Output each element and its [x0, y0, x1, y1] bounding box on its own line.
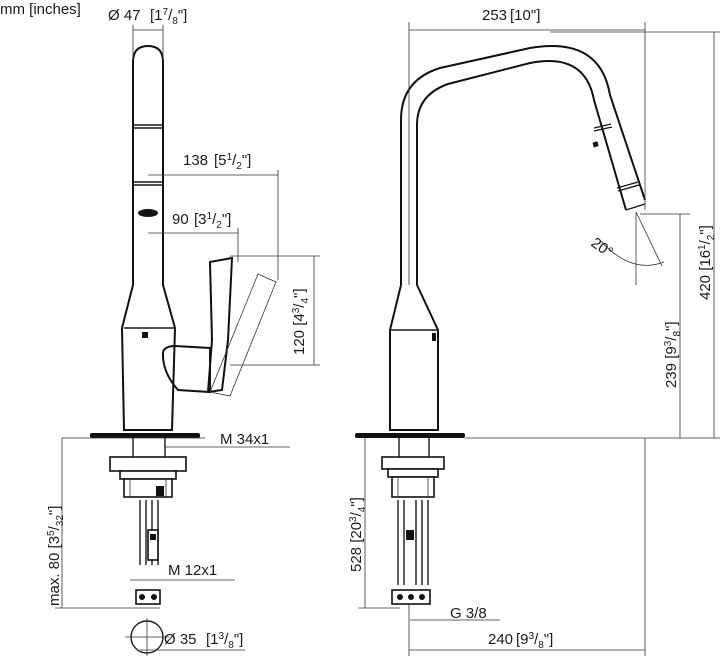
svg-text:Ø 35: Ø 35 — [164, 631, 197, 648]
indicator-mark — [142, 332, 148, 338]
svg-text:120 [43/4"]: 120 [43/4"] — [291, 288, 311, 355]
svg-text:239 [93/8"]: 239 [93/8"] — [663, 321, 683, 388]
dim-max-80: max. 80 [35/32"] — [46, 438, 160, 609]
dim-253: 253 [10"] — [408, 7, 646, 285]
front-view-faucet — [355, 44, 646, 605]
dim-420: 420 [161/2"] — [465, 31, 720, 439]
deck-plate-front — [355, 433, 465, 438]
dim-240: 240 [93/8"] — [408, 438, 646, 656]
deck-plate — [90, 433, 200, 438]
svg-text:90: 90 — [172, 211, 189, 228]
thread-g38: G 3/8 — [410, 605, 500, 622]
dim-diameter-35: Ø 35 [13/8"] — [140, 631, 245, 651]
svg-text:[17/8"]: [17/8"] — [150, 7, 187, 27]
svg-text:20°: 20° — [588, 234, 616, 261]
svg-text:420 [161/2"]: 420 [161/2"] — [697, 225, 717, 300]
angle-20-deg: 20° — [588, 211, 665, 285]
svg-text:[51/2"]: [51/2"] — [214, 152, 251, 172]
svg-text:G 3/8: G 3/8 — [450, 605, 487, 622]
dim-diameter-47: Ø 47 [17/8"] — [108, 7, 187, 60]
dim-120: 120 [43/4"] — [230, 255, 320, 366]
svg-text:[13/8"]: [13/8"] — [206, 631, 243, 651]
thread-m34: M 34x1 — [62, 431, 290, 448]
svg-text:[31/2"]: [31/2"] — [194, 211, 231, 231]
svg-text:max. 80 [35/32"]: max. 80 [35/32"] — [46, 506, 66, 606]
thread-m12: M 12x1 — [130, 562, 235, 581]
svg-text:240: 240 — [488, 631, 513, 648]
svg-text:M 12x1: M 12x1 — [168, 562, 217, 579]
svg-text:[10"]: [10"] — [510, 7, 540, 24]
dim-239: 239 [93/8"] — [640, 213, 690, 438]
svg-text:Ø 47: Ø 47 — [108, 7, 141, 24]
units-note: mm [inches] — [0, 1, 81, 18]
dim-138: 138 [51/2"] — [148, 152, 279, 280]
svg-text:138: 138 — [183, 152, 208, 169]
side-view-faucet — [90, 44, 277, 656]
svg-text:253: 253 — [482, 7, 507, 24]
dim-90: 90 [31/2"] — [148, 211, 239, 262]
spray-nozzle-icon — [138, 209, 158, 217]
dim-528: 528 [203/4"] — [348, 438, 400, 609]
svg-text:528 [203/4"]: 528 [203/4"] — [348, 497, 368, 572]
svg-text:[93/8"]: [93/8"] — [516, 631, 553, 651]
svg-text:M 34x1: M 34x1 — [220, 431, 269, 448]
